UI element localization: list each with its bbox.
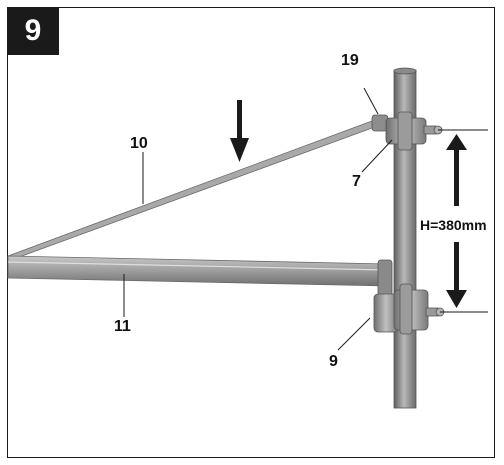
leader-19 (363, 87, 379, 115)
figure-number: 9 (7, 7, 59, 55)
callout-10: 10 (130, 135, 148, 152)
figure-frame (7, 7, 495, 458)
diagonal-strut (7, 117, 384, 261)
upper-clamp (371, 111, 443, 151)
leader-9 (337, 317, 371, 351)
pole-top (393, 67, 417, 75)
horizontal-beam (7, 255, 389, 287)
callout-11: 11 (114, 318, 131, 335)
force-arrow-icon (230, 100, 249, 162)
callout-7: 7 (352, 173, 361, 190)
callout-9: 9 (329, 353, 338, 370)
leader-7 (361, 139, 393, 173)
callout-19: 19 (341, 52, 359, 69)
dimension-arrow (438, 129, 488, 313)
dimension-label: H=380mm (420, 217, 487, 233)
lower-clamp (373, 259, 445, 335)
